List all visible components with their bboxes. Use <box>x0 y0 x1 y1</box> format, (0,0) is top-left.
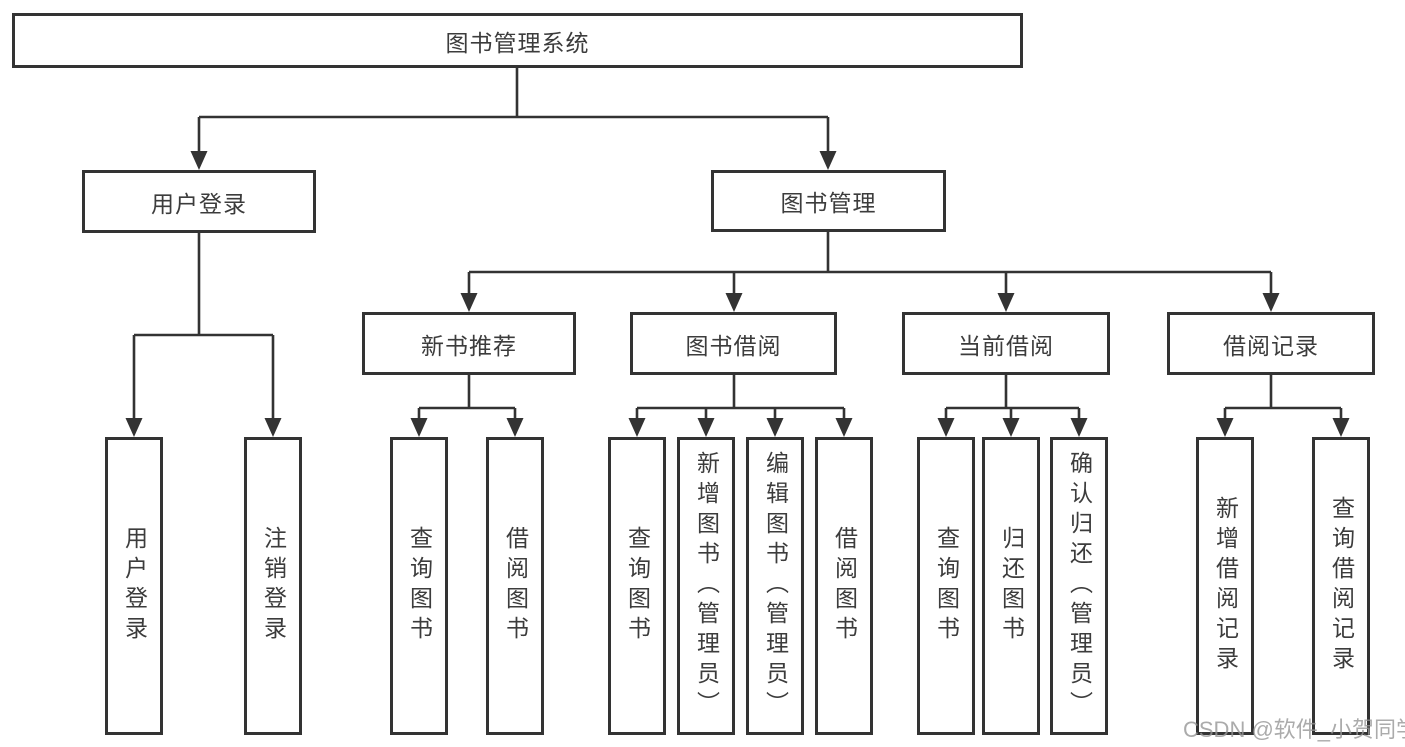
node-label: 图书管理 <box>780 190 877 216</box>
node-leaf-add-borrow-record: 新增借阅记录 <box>1196 437 1254 735</box>
node-label: 借阅图书 <box>502 526 529 646</box>
node-leaf-borrow-book: 借阅图书 <box>815 437 873 735</box>
tree-edges <box>132 68 1343 421</box>
node-label: 查询图书 <box>933 526 960 646</box>
node-label: 借阅图书 <box>831 526 858 646</box>
node-leaf-query-book-recommend: 查询图书 <box>390 437 448 735</box>
node-book-management: 图书管理 <box>711 170 946 232</box>
node-leaf-confirm-return-admin: 确认归还（管理员） <box>1050 437 1108 735</box>
node-leaf-add-book-admin: 新增图书（管理员） <box>677 437 735 735</box>
node-leaf-user-login: 用户登录 <box>105 437 163 735</box>
node-current-borrowing: 当前借阅 <box>902 312 1110 375</box>
node-label: 用户登录 <box>151 190 247 217</box>
node-label: 用户登录 <box>121 526 148 646</box>
node-label: 新增图书（管理员） <box>693 451 720 721</box>
node-label: 当前借阅 <box>958 332 1054 359</box>
node-label: 查询图书 <box>406 526 433 646</box>
node-leaf-logout: 注销登录 <box>244 437 302 735</box>
node-label: 归还图书 <box>998 526 1025 646</box>
node-label: 确认归还（管理员） <box>1066 451 1093 721</box>
node-label: 查询借阅记录 <box>1328 496 1355 676</box>
node-label: 借阅记录 <box>1223 332 1319 359</box>
node-label: 注销登录 <box>260 526 287 646</box>
node-leaf-query-book-current: 查询图书 <box>917 437 975 735</box>
node-root-library-system: 图书管理系统 <box>12 13 1023 68</box>
node-label: 图书管理系统 <box>445 29 590 56</box>
node-leaf-query-book-borrowing: 查询图书 <box>608 437 666 735</box>
node-leaf-return-book: 归还图书 <box>982 437 1040 735</box>
node-leaf-edit-book-admin: 编辑图书（管理员） <box>746 437 804 735</box>
node-label: 新书推荐 <box>421 332 517 359</box>
node-book-borrowing: 图书借阅 <box>630 312 837 375</box>
node-label: 查询图书 <box>624 526 651 646</box>
node-label: 编辑图书（管理员） <box>762 451 789 721</box>
node-borrow-records: 借阅记录 <box>1167 312 1375 375</box>
node-user-login: 用户登录 <box>82 170 316 233</box>
node-leaf-query-borrow-record: 查询借阅记录 <box>1312 437 1370 735</box>
arrowheads <box>125 151 1350 437</box>
watermark-csdn: CSDN @软件_小贺同学 <box>1183 717 1405 742</box>
node-label: 新增借阅记录 <box>1212 496 1239 676</box>
node-new-book-recommend: 新书推荐 <box>362 312 576 375</box>
node-leaf-borrow-book-recommend: 借阅图书 <box>486 437 544 735</box>
node-label: 图书借阅 <box>685 332 782 359</box>
